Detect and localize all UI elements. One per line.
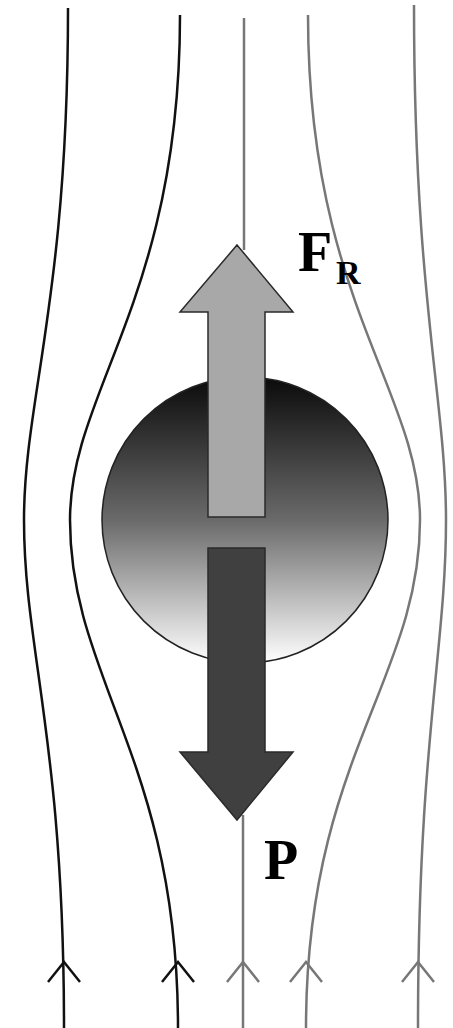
streamline (414, 5, 446, 1028)
flow-arrowhead (162, 962, 194, 982)
flow-arrowhead (402, 962, 434, 982)
force-subscript: R (336, 256, 361, 290)
force-symbol: F (298, 224, 332, 280)
streamline (24, 8, 68, 1028)
drag-force-arrow (180, 245, 293, 517)
weight-arrow (180, 548, 293, 820)
streamline (243, 18, 246, 250)
flow-arrowhead (290, 962, 322, 982)
streamline (242, 815, 245, 1028)
force-symbol: P (264, 832, 298, 888)
flow-arrowhead (48, 962, 80, 982)
flow-arrowhead (227, 962, 259, 982)
